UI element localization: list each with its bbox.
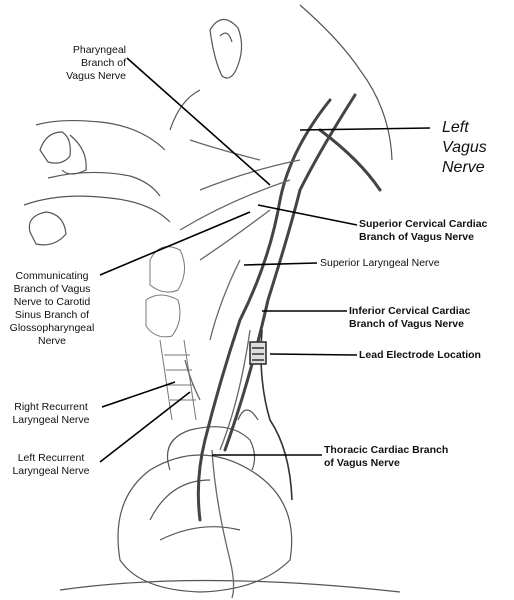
heart-and-vessels: [59, 409, 401, 593]
label-left-vagus-nerve: Left Vagus Nerve: [442, 119, 487, 176]
leader-lines: [99, 57, 431, 463]
head-outline: [23, 4, 393, 246]
label-left-recurrent-laryngeal: Left Recurrent Laryngeal Nerve: [12, 452, 90, 477]
label-lead-electrode-location: Lead Electrode Location: [359, 349, 481, 361]
lead-wire: [249, 329, 293, 501]
label-superior-cervical-cardiac-branch: Superior Cervical Cardiac Branch of Vagu…: [359, 218, 488, 243]
label-superior-laryngeal-nerve: Superior Laryngeal Nerve: [320, 257, 440, 269]
label-pharyngeal-branch: Pharyngeal Branch of Vagus Nerve: [66, 44, 126, 82]
vagus-nerve-trunk: [196, 93, 382, 522]
label-thoracic-cardiac-branch: Thoracic Cardiac Branch of Vagus Nerve: [324, 444, 449, 469]
label-right-recurrent-laryngeal: Right Recurrent Laryngeal Nerve: [12, 401, 90, 426]
nerve-branches: [179, 139, 301, 599]
label-inferior-cervical-cardiac-branch: Inferior Cervical Cardiac Branch of Vagu…: [349, 305, 471, 330]
label-communicating-branch: Communicating Branch of Vagus Nerve to C…: [9, 270, 95, 347]
